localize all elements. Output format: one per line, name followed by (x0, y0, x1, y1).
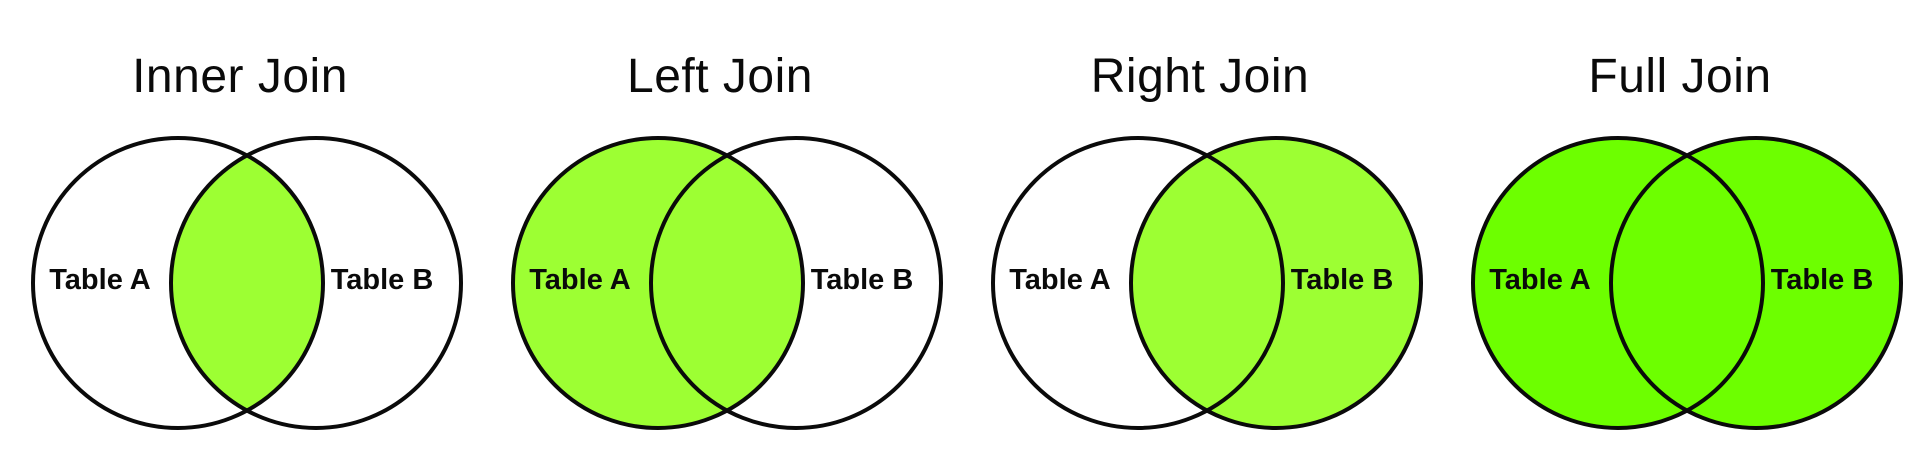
table-a-circle (513, 138, 803, 428)
table-b-outline (1129, 136, 1423, 430)
table-a-label: Table A (1009, 264, 1111, 296)
inner-join-venn: Inner Join Table A Table B (31, 50, 463, 430)
table-a-outline (511, 136, 805, 430)
right-join-venn: Right Join Table A Table B (991, 50, 1423, 430)
table-b-circle (1131, 138, 1421, 428)
table-b-outline (649, 136, 943, 430)
diagram-title: Left Join (627, 50, 813, 103)
full-join-venn: Full Join Table A Table B (1471, 50, 1903, 430)
intersection-region (171, 138, 323, 428)
right-join-diagram: Right Join Table A Table B (960, 0, 1440, 476)
table-b-label: Table B (1771, 264, 1874, 296)
table-a-outline (991, 136, 1285, 430)
table-a-outline (31, 136, 325, 430)
table-b-outline (1609, 136, 1903, 430)
table-b-label: Table B (811, 264, 914, 296)
table-a-outline (1471, 136, 1765, 430)
table-a-label: Table A (1489, 264, 1591, 296)
full-join-diagram: Full Join Table A Table B (1440, 0, 1920, 476)
table-a-label: Table A (49, 264, 151, 296)
table-b-circle (1611, 138, 1901, 428)
table-b-label: Table B (1291, 264, 1394, 296)
diagram-title: Right Join (1091, 50, 1309, 103)
diagram-title: Inner Join (132, 50, 348, 103)
table-a-label: Table A (529, 264, 631, 296)
left-join-diagram: Left Join Table A Table B (480, 0, 960, 476)
inner-join-diagram: Inner Join Table A Table B (0, 0, 480, 476)
table-b-label: Table B (331, 264, 434, 296)
table-b-outline (169, 136, 463, 430)
diagram-title: Full Join (1588, 50, 1771, 103)
left-join-venn: Left Join Table A Table B (511, 50, 943, 430)
